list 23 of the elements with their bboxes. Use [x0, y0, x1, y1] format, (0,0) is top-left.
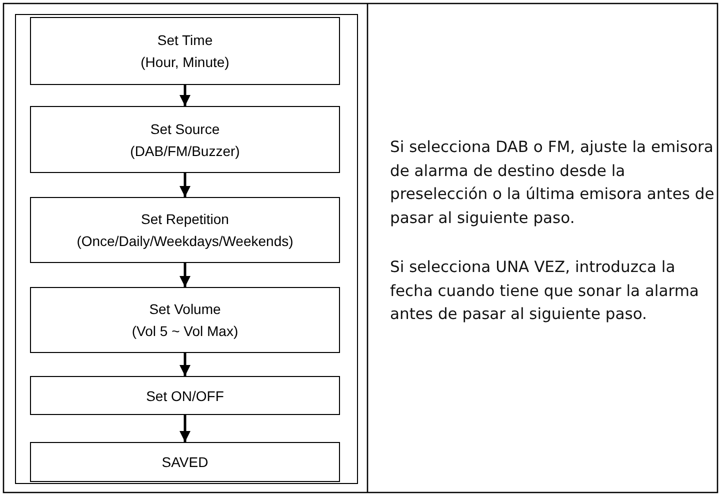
step-title: Set Repetition	[141, 211, 229, 227]
process-box	[30, 442, 340, 482]
step-title: Set Volume	[149, 301, 221, 317]
step-title: Set ON/OFF	[146, 388, 224, 404]
arrow	[179, 415, 191, 442]
step-options: (Once/Daily/Weekdays/Weekends)	[76, 233, 294, 249]
step-title: Set Time	[157, 32, 213, 48]
process-box	[30, 287, 340, 353]
step-title: SAVED	[162, 454, 208, 470]
process-box	[30, 197, 340, 263]
step-options: (Vol 5 ~ Vol Max)	[132, 323, 238, 339]
note-paragraph: Si selecciona DAB o FM, ajuste la emisora de alarma de destino desde la preselección o la última emisora antes de pasar al siguiente paso.	[390, 137, 715, 228]
step-title: Set Source	[150, 120, 220, 136]
note-paragraph: Si selecciona UNA VEZ, introduzca la fecha cuando tiene que sonar la alarma antes de pasar al siguiente paso.	[390, 257, 700, 325]
arrow	[179, 85, 191, 106]
process-box	[30, 17, 340, 85]
step-options: (DAB/FM/Buzzer)	[130, 142, 240, 158]
process-box	[30, 376, 340, 415]
arrow	[179, 173, 191, 197]
step-options: (Hour, Minute)	[140, 54, 230, 70]
arrow	[179, 353, 191, 376]
process-box	[30, 106, 340, 173]
arrow	[179, 263, 191, 287]
